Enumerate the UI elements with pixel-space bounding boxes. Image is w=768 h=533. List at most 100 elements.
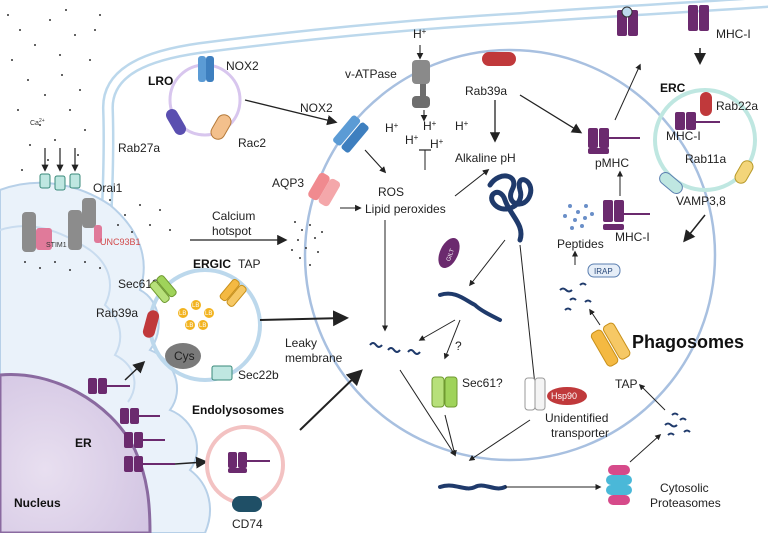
er-mhc-3 <box>124 432 165 448</box>
rac2-label: Rac2 <box>238 136 266 150</box>
ros-to-ph-arrow <box>454 168 490 197</box>
aqp3-shape <box>308 172 341 207</box>
irap-shape <box>587 263 621 278</box>
rab39a-ergic-shape <box>142 310 160 338</box>
ergic-label: ERGIC <box>193 257 231 271</box>
unidentified-label-2: transporter <box>551 426 609 440</box>
mhc-inner <box>603 200 650 230</box>
cys-label: Cys <box>174 349 195 363</box>
mhci-inner-label: MHC-I <box>615 230 650 244</box>
nox2-phago-label: NOX2 <box>300 101 333 115</box>
svg-text:H+: H+ <box>385 121 399 135</box>
proteasome-shape <box>606 465 632 505</box>
leaky-label-1: Leaky <box>285 336 317 350</box>
lb-particles: LB LB LB LB LB <box>178 300 214 330</box>
tap-phago-label: TAP <box>615 377 637 391</box>
tap-phago <box>590 322 631 367</box>
cytosolic-label-1: Cytosolic <box>660 481 709 495</box>
stim1-label: STIM1 <box>46 242 67 249</box>
lro-to-nox2-arrow <box>244 99 338 126</box>
orai1-label: Orai1 <box>93 181 123 195</box>
cd74-label: CD74 <box>232 517 263 531</box>
proteasome-to-peptides-arrow <box>629 433 662 463</box>
unidentified-label-1: Unidentified <box>545 411 608 425</box>
antigen-folded <box>487 173 534 243</box>
alkaline-ph-label: Alkaline pH <box>455 151 516 165</box>
rab39a-top-shape <box>482 52 516 66</box>
antigen-to-transporter-arrow <box>519 244 538 387</box>
sec61-ergic-label: Sec61? <box>118 277 159 291</box>
nox2-phago <box>333 115 369 153</box>
unc93b1-label: UNC93B1 <box>100 237 141 247</box>
sec61-phago <box>431 376 458 408</box>
hotspot-dots-left <box>24 199 171 271</box>
sec22b-label: Sec22b <box>238 368 279 382</box>
ca-label: Ca2+ <box>30 118 45 127</box>
transporter-to-cyto-arrow <box>468 419 531 461</box>
h-top-label: H+ <box>413 27 427 41</box>
rab11a-shape <box>734 160 754 184</box>
calcium-hotspot-label-2: hotspot <box>212 224 252 238</box>
hsp90-label: Hsp90 <box>551 391 577 401</box>
mhc-endolysosome <box>228 452 270 473</box>
tap-in-arrow <box>589 308 601 326</box>
er-mhc-1 <box>88 378 130 394</box>
mhci-erc-label: MHC-I <box>666 129 701 143</box>
svg-text:H+: H+ <box>405 133 419 147</box>
rab39a-to-pmhc-arrow <box>519 94 583 134</box>
nox2-lro-label: NOX2 <box>226 59 259 73</box>
antigen-unfolded <box>438 291 502 322</box>
lro-label: LRO <box>148 74 173 88</box>
unidentified-transporter <box>524 377 546 411</box>
leak-to-cyto-arrow <box>399 369 456 457</box>
calcium-dots <box>7 9 101 171</box>
erc-vesicle <box>653 88 757 192</box>
orai-channels <box>39 173 81 191</box>
pmhc-label: pMHC <box>595 156 629 170</box>
er-label: ER <box>75 436 92 450</box>
vamp-label: VAMP3,8 <box>676 194 726 208</box>
rab22a-shape <box>700 92 712 116</box>
er-to-endolysosome-arrow <box>174 456 208 469</box>
mhc-erc <box>675 112 720 130</box>
sec61-phago-label: Sec61? <box>462 376 503 390</box>
cd74-shape <box>232 496 262 512</box>
erc-to-phago-arrow <box>683 214 706 243</box>
surface-pmhc <box>617 6 638 36</box>
tap-ergic <box>219 279 247 307</box>
nox2-lro <box>198 56 214 82</box>
nox2-to-ros-arrow <box>364 149 387 174</box>
rac2-shape <box>210 114 232 140</box>
hsp90-shape <box>547 387 587 405</box>
svg-text:LB: LB <box>192 303 199 309</box>
vatpase-shape <box>412 60 430 108</box>
stim1-complex <box>22 198 102 252</box>
svg-text:LB: LB <box>186 323 193 329</box>
phagosome-circle <box>303 48 717 462</box>
er-to-ergic-arrow <box>124 360 146 381</box>
cytosolic-peptides <box>664 412 691 436</box>
svg-text:LB: LB <box>205 311 212 317</box>
endolysosomes-label: Endolysosomes <box>192 403 284 417</box>
lipid-peroxides-label: Lipid peroxides <box>365 202 446 216</box>
unfold-to-sec61-arrow <box>443 319 461 360</box>
svg-text:LB: LB <box>199 323 206 329</box>
svg-text:H+: H+ <box>455 119 469 133</box>
unfold-to-leak-arrow <box>418 319 456 341</box>
peptides-dots <box>563 204 594 230</box>
rab27a-label: Rab27a <box>118 141 160 155</box>
leaky-label-2: membrane <box>285 351 343 365</box>
cys-shape <box>165 343 201 369</box>
vamp-shape <box>659 172 683 194</box>
mhci-top-label: MHC-I <box>716 27 751 41</box>
rab27a-shape <box>166 109 186 135</box>
nucleus-label: Nucleus <box>14 496 61 510</box>
phago-peptides <box>559 282 592 311</box>
question-label: ? <box>455 339 462 353</box>
orai-influx-arrows <box>41 148 79 172</box>
calcium-hotspot-label-1: Calcium <box>212 209 255 223</box>
cytosolic-label-2: Proteasomes <box>650 496 721 510</box>
er-mhc-2 <box>120 408 160 424</box>
